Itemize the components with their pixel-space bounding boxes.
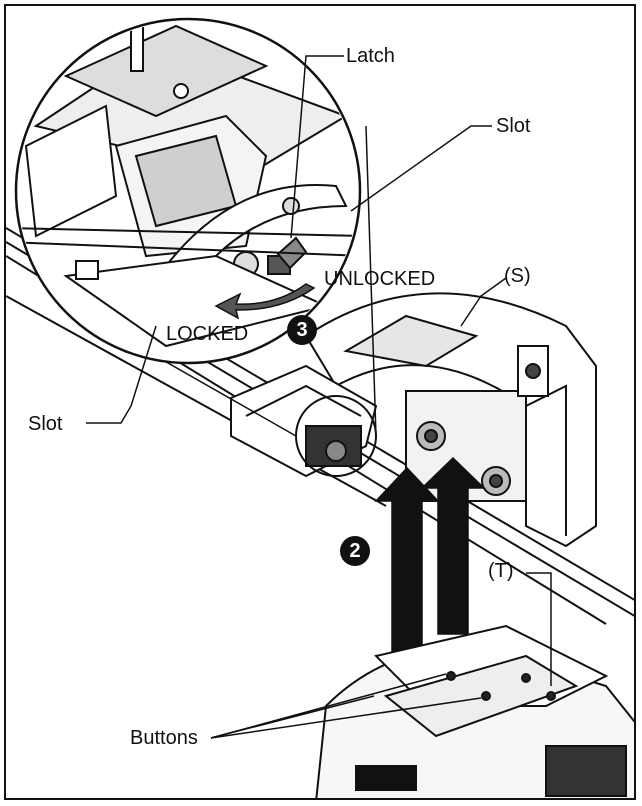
slot-label-left: Slot: [28, 413, 63, 435]
projector-t: [315, 624, 634, 798]
step-2-badge: 2: [340, 536, 370, 566]
unlocked-label: UNLOCKED: [324, 268, 436, 290]
leader-lines: [86, 55, 552, 739]
latch-label: Latch: [346, 45, 395, 67]
locked-label: LOCKED: [166, 323, 249, 345]
slot-label-top: Slot: [496, 115, 531, 137]
diagram-frame: Latch Slot UNLOCKED LOCKED (S) Slot (T) …: [4, 4, 636, 800]
installation-diagram: [6, 17, 634, 798]
part-s-label: (S): [504, 265, 531, 287]
slide-plate: [230, 364, 378, 478]
step-3-badge: 3: [287, 315, 317, 345]
part-t-label: (T): [488, 560, 514, 582]
detail-circle-large: [14, 17, 362, 365]
insert-arrows: [374, 456, 486, 657]
buttons-label: Buttons: [130, 727, 198, 749]
